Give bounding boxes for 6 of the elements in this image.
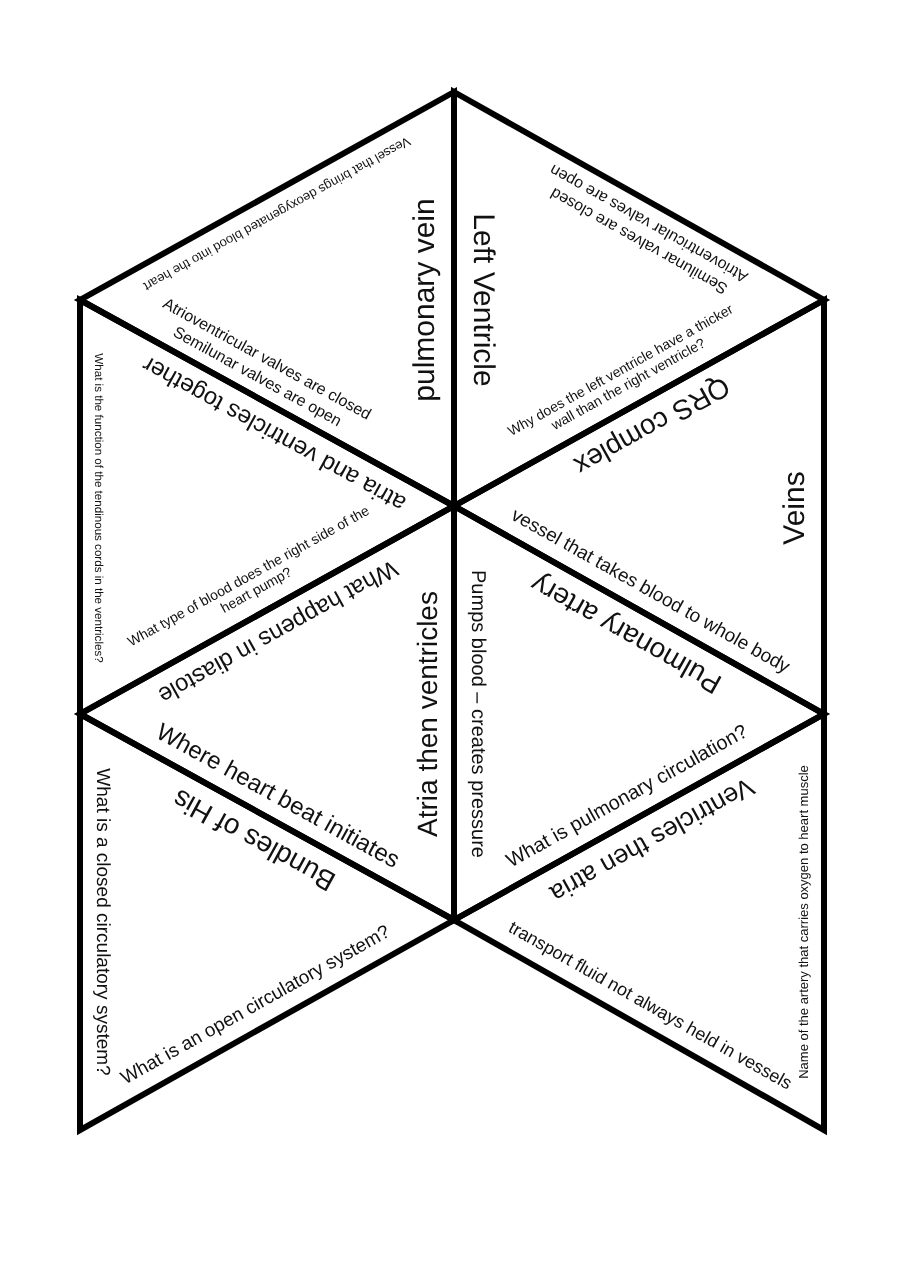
tile-text: pulmonary vein bbox=[408, 197, 444, 401]
tile-text: Pumps blood – creates pressure bbox=[464, 569, 488, 857]
tile-text: Atria then ventricles bbox=[410, 590, 444, 836]
tile-text: Veins bbox=[778, 470, 814, 544]
tile-text: What is a closed circulatory system? bbox=[90, 768, 113, 1076]
tile-text: Left Ventricle bbox=[464, 212, 500, 386]
